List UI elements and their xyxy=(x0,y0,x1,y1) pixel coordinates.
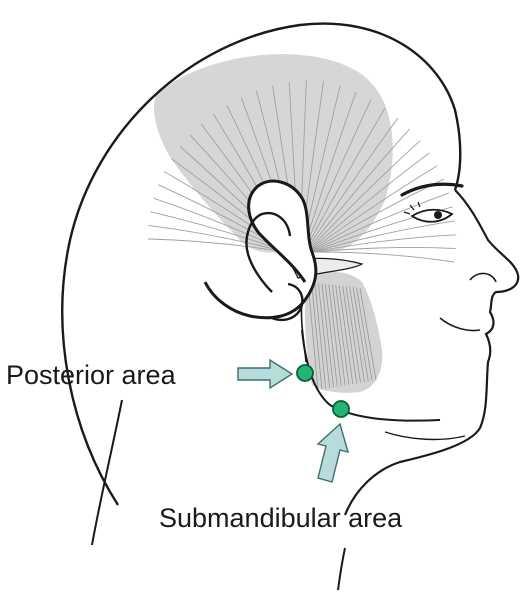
nostril xyxy=(470,273,496,282)
eye-iris xyxy=(434,211,442,219)
posterior-area-point xyxy=(297,365,313,381)
submandibular-area-point xyxy=(333,401,349,417)
neck-back-outline xyxy=(92,400,122,545)
eyebrow xyxy=(402,184,462,195)
arrow-up-icon xyxy=(318,424,348,482)
eye xyxy=(412,210,452,222)
neck-front-outline xyxy=(338,548,345,590)
nasolabial-fold xyxy=(440,318,480,331)
posterior-area-label: Posterior area xyxy=(6,362,176,389)
chin-crease xyxy=(385,432,465,439)
arrow-right-icon xyxy=(238,360,292,388)
submandibular-area-label: Submandibular area xyxy=(159,505,402,532)
